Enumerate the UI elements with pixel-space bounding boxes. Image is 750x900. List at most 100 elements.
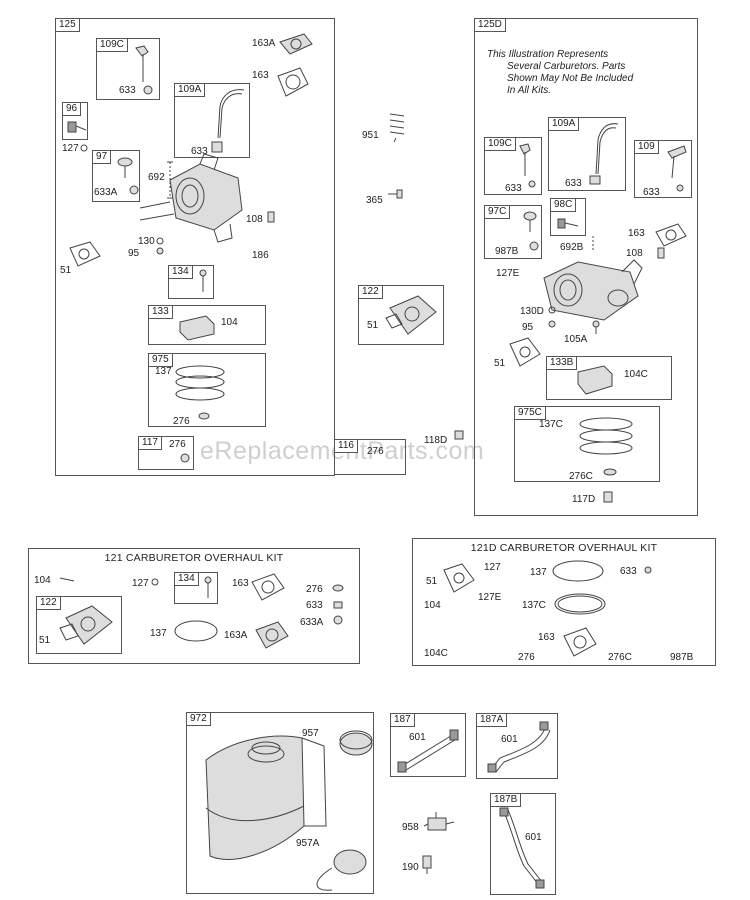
washers-130d-95-icon xyxy=(548,306,556,328)
part-133B-box[interactable]: 133B 104C xyxy=(546,356,672,400)
part-105a-icon xyxy=(592,320,600,334)
needle-134-kit-icon xyxy=(204,576,212,598)
label-51: 51 xyxy=(367,320,379,331)
part-109a-box[interactable]: 109A 633 xyxy=(174,83,250,158)
washer-276-icon xyxy=(180,453,190,463)
label-987b: 987B xyxy=(670,652,694,663)
group-125d-tag: 125D xyxy=(475,19,506,32)
fuel-tank-drawing xyxy=(205,730,373,891)
label-987b: 987B xyxy=(495,246,519,257)
fuel-line-187-tag: 187 xyxy=(391,714,415,727)
fuel-line-187b-drawing xyxy=(499,807,545,889)
part-109c-box[interactable]: 109C 633 xyxy=(96,38,160,100)
gasket-51-kitd-drawing xyxy=(443,563,475,593)
throttle-shaft-109a-drawing xyxy=(211,89,245,153)
label-127: 127 xyxy=(62,143,79,154)
fuel-line-187a-box[interactable]: 187A 601 xyxy=(476,713,558,779)
part-133B-tag: 133B xyxy=(547,357,578,370)
label-104c: 104C xyxy=(424,648,448,659)
label-137c: 137C xyxy=(522,600,546,611)
part-975-box[interactable]: 975 137 276 xyxy=(148,353,266,427)
part-96-box[interactable]: 96 xyxy=(62,102,88,140)
spring-951-drawing xyxy=(389,113,405,143)
part-109C-d-box[interactable]: 109C 633 xyxy=(484,137,542,195)
part-134-kit-box[interactable]: 134 xyxy=(174,572,218,604)
label-276: 276 xyxy=(518,652,535,663)
part-98C-box[interactable]: 98C xyxy=(550,198,586,236)
part-117-box[interactable]: 117 276 xyxy=(138,436,194,470)
label-163a: 163A xyxy=(224,630,248,641)
group-125d-frame: 125D xyxy=(474,18,698,516)
label-951: 951 xyxy=(362,130,379,141)
part-116-box[interactable]: 116 276 xyxy=(334,439,406,475)
o-ring-137-kitd-drawing xyxy=(552,560,604,582)
part-133-box[interactable]: 133 104 xyxy=(148,305,266,345)
carburetor-d-body-drawing xyxy=(543,259,643,321)
part-109C-d-tag: 109C xyxy=(485,138,516,151)
label-601: 601 xyxy=(409,732,426,743)
float-133B-drawing xyxy=(577,365,613,395)
part-122-kit-tag: 122 xyxy=(37,597,61,610)
shutoff-valve-958-drawing xyxy=(423,812,455,831)
label-633: 633 xyxy=(191,146,208,157)
label-633: 633 xyxy=(643,187,660,198)
screw-108-icon xyxy=(267,211,275,223)
part-975-tag: 975 xyxy=(149,354,173,367)
group-125-tag: 125 xyxy=(56,19,80,32)
kit-121d-title: 121D CARBURETOR OVERHAUL KIT xyxy=(470,542,658,554)
label-127: 127 xyxy=(132,578,149,589)
gasket-163-d-drawing xyxy=(655,223,687,247)
part-97C-box[interactable]: 97C 987B xyxy=(484,205,542,259)
gasket-163-kit-drawing xyxy=(251,573,285,601)
label-276c: 276C xyxy=(569,471,593,482)
bowl-gaskets-975-drawing xyxy=(175,365,225,420)
part-117-tag: 117 xyxy=(139,437,162,450)
label-95: 95 xyxy=(522,322,534,333)
label-117d: 117D xyxy=(572,494,596,505)
choke-lever-109c-drawing xyxy=(135,45,153,95)
label-137c: 137C xyxy=(539,419,563,430)
fuel-line-187b-box[interactable]: 187B 601 xyxy=(490,793,556,895)
label-137: 137 xyxy=(150,628,167,639)
label-118d: 118D xyxy=(424,435,448,446)
label-163: 163 xyxy=(538,632,555,643)
pin-104-icon xyxy=(59,577,75,582)
label-276c: 276C xyxy=(608,652,632,663)
small-parts-icons xyxy=(332,584,344,625)
kit-121d-frame: 121D CARBURETOR OVERHAUL KIT xyxy=(412,538,716,666)
part-109-d-box[interactable]: 109 633 xyxy=(634,140,692,198)
gaskets-975C-drawing xyxy=(579,417,633,476)
label-276: 276 xyxy=(173,416,190,427)
label-127e: 127E xyxy=(478,592,502,603)
label-163a: 163A xyxy=(252,38,276,49)
part-975C-box[interactable]: 975C 137C 276C xyxy=(514,406,660,482)
o-ring-137c-kitd-drawing xyxy=(554,593,606,615)
label-633a: 633A xyxy=(94,187,118,198)
screw-98C-drawing xyxy=(557,218,579,229)
part-122-box[interactable]: 122 51 xyxy=(358,285,444,345)
label-51: 51 xyxy=(426,576,438,587)
label-51: 51 xyxy=(494,358,506,369)
fuel-line-187b-tag: 187B xyxy=(491,794,522,807)
insulator-122-drawing xyxy=(385,295,437,335)
part-96-tag: 96 xyxy=(63,103,82,116)
fuel-line-187-drawing xyxy=(397,729,459,773)
kit-121-title: 121 CARBURETOR OVERHAUL KIT xyxy=(104,552,284,564)
fuel-line-187-box[interactable]: 187 601 xyxy=(390,713,466,777)
part-134-box[interactable]: 134 xyxy=(168,265,214,299)
part-122-tag: 122 xyxy=(359,286,383,299)
float-133-drawing xyxy=(179,315,215,341)
part-117d-icon xyxy=(603,491,613,503)
part-122-kit-box[interactable]: 122 51 xyxy=(36,596,122,654)
part-134-tag: 134 xyxy=(169,266,193,279)
fuel-tank-972-box[interactable]: 972 xyxy=(186,712,374,894)
part-116-tag: 116 xyxy=(335,440,358,453)
label-105a: 105A xyxy=(564,334,588,345)
part-109A-d-box[interactable]: 109A 633 xyxy=(548,117,626,191)
label-137: 137 xyxy=(530,567,547,578)
label-95: 95 xyxy=(128,248,140,259)
label-186: 186 xyxy=(252,250,269,261)
part-97-box[interactable]: 97 633A xyxy=(92,150,140,202)
label-692: 692 xyxy=(148,172,165,183)
screw-97C-drawing xyxy=(523,211,539,251)
